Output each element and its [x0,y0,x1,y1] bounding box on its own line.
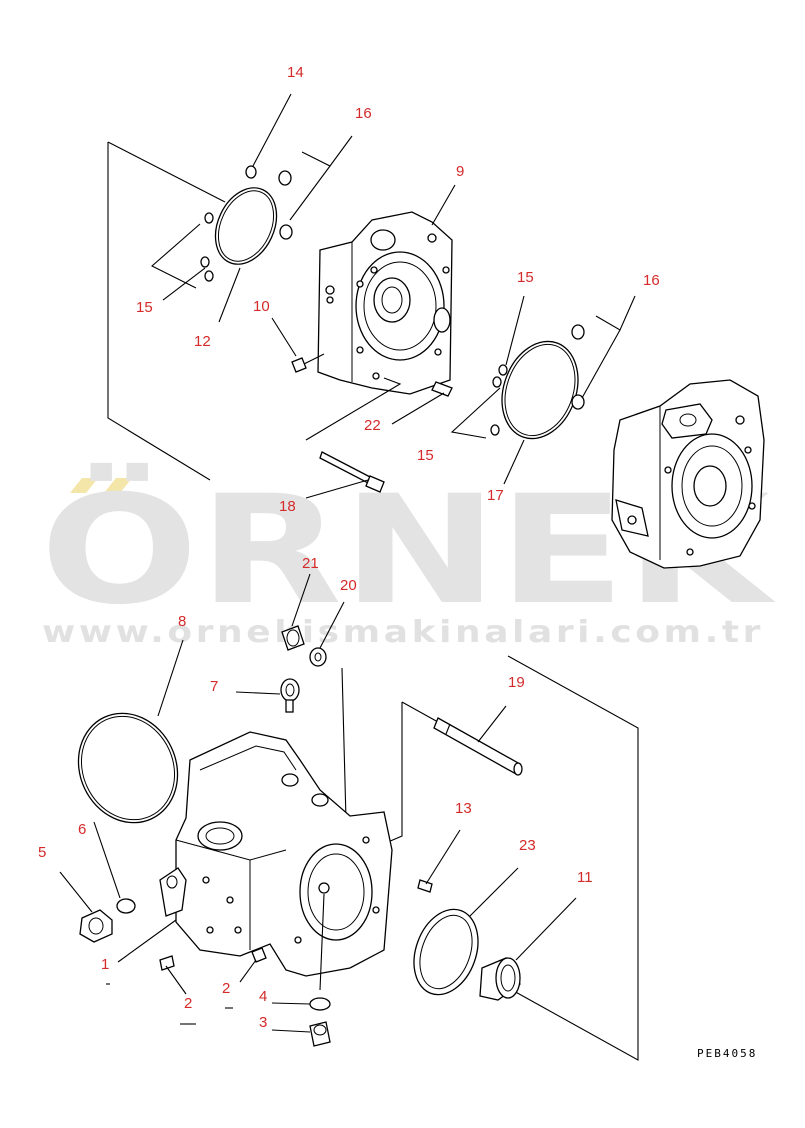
o-ring-4 [309,997,331,1011]
callout-4: 4 [259,988,267,1005]
o-ring-15-a [204,212,214,224]
pin-22 [305,377,453,441]
callout-3: 3 [259,1014,267,1031]
callout-14: 14 [287,64,304,81]
plug-13 [417,879,433,893]
o-ring-15-b [200,256,210,268]
o-ring-15-e [492,376,502,388]
callout-23: 23 [519,837,536,854]
o-ring-16-right-upper [571,324,585,340]
callout-12: 12 [194,333,211,350]
cover-9 [317,211,453,395]
bolt-2-b [251,947,267,963]
o-ring-14 [245,165,257,179]
callout-5: 5 [38,844,46,861]
upper-group-frame [107,141,226,481]
callout-1: 1 [101,956,109,973]
o-ring-16-lower [279,224,293,240]
o-ring-6 [116,898,136,914]
bolt-2-a [159,955,175,971]
callout-2: 2 [184,995,192,1012]
callout-13: 13 [455,800,472,817]
o-ring-15-f [490,424,500,436]
gasket-17-group [450,324,585,440]
callout-labels: 14 16 9 15 12 10 15 16 22 15 17 18 21 20… [38,64,660,1031]
o-ring-15-c [204,270,214,282]
plug-21 [281,625,305,651]
callout-17: 17 [487,487,504,504]
callout-16: 16 [643,272,660,289]
o-ring-16-right-lower [571,394,585,410]
bolt-18 [319,451,385,493]
plug-3 [309,1021,331,1047]
o-ring-15-d [498,364,508,376]
o-ring-12 [214,187,278,265]
bearing-11 [479,957,521,1001]
callout-19: 19 [508,674,525,691]
callout-9: 9 [456,163,464,180]
callout-21: 21 [302,555,319,572]
o-ring-16-upper [278,170,292,186]
shaft-19 [433,717,523,776]
pump-housing-right [611,379,765,569]
callout-10: 10 [253,298,270,315]
watermark-accent-mark [70,478,98,493]
watermark-url: www.ornekismakinalari.com.tr [42,615,764,650]
callout-15: 15 [517,269,534,286]
callout-16: 16 [355,105,372,122]
callout-20: 20 [340,577,357,594]
callout-8: 8 [178,613,186,630]
callout-6: 6 [78,821,86,838]
o-ring-17 [501,340,579,440]
callout-2: 2 [222,980,230,997]
gasket-12-group [151,165,293,289]
callout-18: 18 [279,498,296,515]
leader-lines [59,93,636,1033]
plug-5 [79,909,113,943]
seal-23 [413,908,479,996]
callout-22: 22 [364,417,381,434]
bolt-10 [291,353,325,373]
watermark-accent-mark [104,478,132,493]
callout-7: 7 [210,678,218,695]
main-housing-1 [159,731,393,991]
lower-group-frame [341,655,639,1061]
callout-15: 15 [417,447,434,464]
callout-11: 11 [577,869,593,886]
drawing-code: PEB4058 [697,1047,757,1060]
callout-15: 15 [136,299,153,316]
washer-20 [309,647,327,667]
eye-bolt-7 [235,678,300,713]
o-ring-8 [77,712,179,824]
